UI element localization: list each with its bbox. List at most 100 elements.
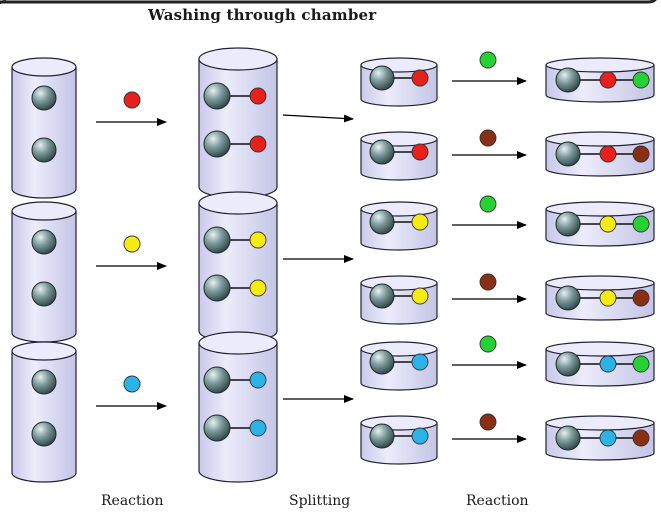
attached-first-unit: [249, 371, 267, 389]
reagent-first-unit: [123, 235, 141, 253]
chamber-body: [11, 66, 77, 199]
attached-first-unit: [249, 135, 267, 153]
chamber-top: [11, 201, 77, 221]
chamber-after-reaction: [198, 191, 278, 343]
attached-first-unit: [599, 145, 617, 163]
chamber-after-reaction: [198, 331, 278, 483]
chamber-top: [198, 47, 278, 71]
attached-first-unit: [599, 71, 617, 89]
attached-first-unit: [411, 353, 429, 371]
chamber-final: [545, 341, 655, 387]
chamber-top: [360, 57, 438, 73]
attached-first-unit: [599, 355, 617, 373]
chamber-final: [545, 57, 655, 103]
arrow-splitting: [282, 114, 354, 123]
resin-bead: [369, 283, 395, 309]
resin-bead: [31, 85, 57, 111]
chamber-start: [11, 57, 77, 199]
attached-second-unit: [632, 429, 650, 447]
chamber-top: [360, 415, 438, 431]
chamber-top: [198, 331, 278, 355]
chamber-split: [360, 415, 438, 465]
chamber-top: [545, 275, 655, 291]
chamber-split: [360, 57, 438, 107]
resin-bead: [369, 209, 395, 235]
resin-bead: [555, 285, 581, 311]
chamber-start: [11, 201, 77, 343]
attached-second-unit: [632, 215, 650, 233]
chamber-split: [360, 131, 438, 181]
attached-first-unit: [411, 427, 429, 445]
resin-bead: [31, 421, 57, 447]
chamber-body: [198, 202, 278, 343]
reagent-second-unit: [479, 129, 497, 147]
chamber-top: [360, 201, 438, 217]
chamber-final: [545, 415, 655, 461]
chamber-top: [545, 131, 655, 147]
chamber-start: [11, 341, 77, 483]
attached-second-unit: [632, 289, 650, 307]
reagent-second-unit: [479, 51, 497, 69]
chamber-final: [545, 201, 655, 247]
title-frame: [0, 0, 657, 5]
reagent-second-unit: [479, 413, 497, 431]
chamber-body: [198, 342, 278, 483]
resin-bead: [369, 139, 395, 165]
reagent-first-unit: [123, 375, 141, 393]
chamber-after-reaction: [198, 47, 278, 199]
attached-first-unit: [249, 279, 267, 297]
resin-bead: [31, 229, 57, 255]
resin-bead: [203, 130, 231, 158]
resin-bead: [31, 281, 57, 307]
resin-bead: [555, 351, 581, 377]
attached-second-unit: [632, 71, 650, 89]
attached-first-unit: [249, 231, 267, 249]
chamber-top: [11, 57, 77, 77]
resin-bead: [31, 137, 57, 163]
attached-second-unit: [632, 145, 650, 163]
chamber-body: [11, 350, 77, 483]
attached-first-unit: [411, 213, 429, 231]
resin-bead: [555, 67, 581, 93]
step-label-reaction-second: Reaction: [466, 493, 529, 509]
attached-first-unit: [411, 69, 429, 87]
diagram-title: Washing through chamber: [148, 6, 377, 24]
chamber-top: [360, 341, 438, 357]
chamber-top: [360, 275, 438, 291]
resin-bead: [203, 82, 231, 110]
attached-first-unit: [411, 287, 429, 305]
chamber-final: [545, 275, 655, 321]
chamber-split: [360, 275, 438, 325]
resin-bead: [203, 414, 231, 442]
chamber-final: [545, 131, 655, 177]
resin-bead: [369, 65, 395, 91]
attached-second-unit: [632, 355, 650, 373]
chamber-top: [545, 201, 655, 217]
chamber-top: [545, 57, 655, 73]
reagent-second-unit: [479, 335, 497, 353]
attached-first-unit: [599, 215, 617, 233]
chamber-top: [545, 415, 655, 431]
step-label-reaction: Reaction: [101, 493, 164, 509]
resin-bead: [369, 349, 395, 375]
chamber-top: [11, 341, 77, 361]
attached-first-unit: [249, 419, 267, 437]
frame-rule: [0, 0, 657, 4]
reagent-second-unit: [479, 195, 497, 213]
resin-bead: [203, 274, 231, 302]
reagent-first-unit: [123, 91, 141, 109]
chamber-top: [545, 341, 655, 357]
attached-first-unit: [599, 429, 617, 447]
chamber-split: [360, 201, 438, 251]
resin-bead: [555, 211, 581, 237]
resin-bead: [555, 425, 581, 451]
attached-first-unit: [249, 87, 267, 105]
step-label-splitting: Splitting: [289, 493, 351, 509]
diagram-shapes: [11, 47, 655, 483]
reagent-second-unit: [479, 273, 497, 291]
chamber-body: [198, 58, 278, 199]
resin-bead: [555, 141, 581, 167]
resin-bead: [31, 369, 57, 395]
